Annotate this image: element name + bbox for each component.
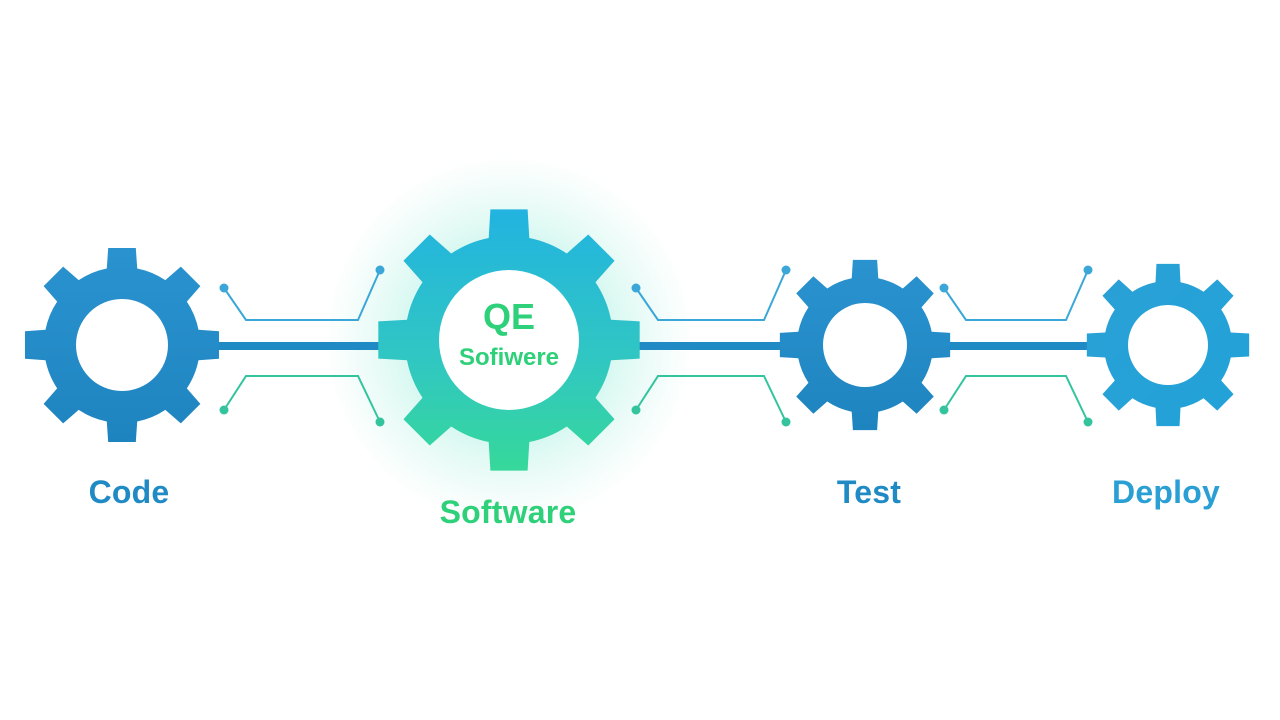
node-label-software: Software <box>439 494 577 530</box>
connector-bar <box>940 342 1100 350</box>
trace-node-dot <box>1083 265 1093 275</box>
circuit-trace <box>223 269 381 321</box>
circuit-trace <box>943 269 1089 321</box>
center-gear-title: QE <box>482 296 536 337</box>
node-label-test: Test <box>836 474 902 510</box>
trace-node-dot <box>781 417 791 427</box>
gear-code <box>24 247 220 443</box>
trace-node-dot <box>219 405 229 415</box>
circuit-trace <box>635 269 787 321</box>
node-label-deploy: Deploy <box>1112 474 1220 510</box>
gear-test <box>779 259 951 431</box>
connector-bar <box>630 342 800 350</box>
gear-hole <box>1128 305 1208 385</box>
trace-node-dot <box>939 405 949 415</box>
gear-hole <box>823 303 907 387</box>
circuit-trace <box>943 375 1089 423</box>
connector-bar <box>200 342 400 350</box>
gear-hole <box>76 299 168 391</box>
trace-node-dot <box>219 283 229 293</box>
node-label-code: Code <box>88 474 170 510</box>
gear-software <box>378 209 640 471</box>
trace-node-dot <box>781 265 791 275</box>
trace-node-dot <box>375 265 385 275</box>
gear-hole <box>439 270 579 410</box>
trace-node-dot <box>939 283 949 293</box>
trace-node-dot <box>1083 417 1093 427</box>
center-gear-subtitle: Sofiwere <box>458 344 560 371</box>
gear-deploy <box>1086 263 1250 427</box>
trace-node-dot <box>631 405 641 415</box>
circuit-trace <box>635 375 787 423</box>
circuit-trace <box>223 375 381 423</box>
trace-node-dot <box>375 417 385 427</box>
trace-node-dot <box>631 283 641 293</box>
